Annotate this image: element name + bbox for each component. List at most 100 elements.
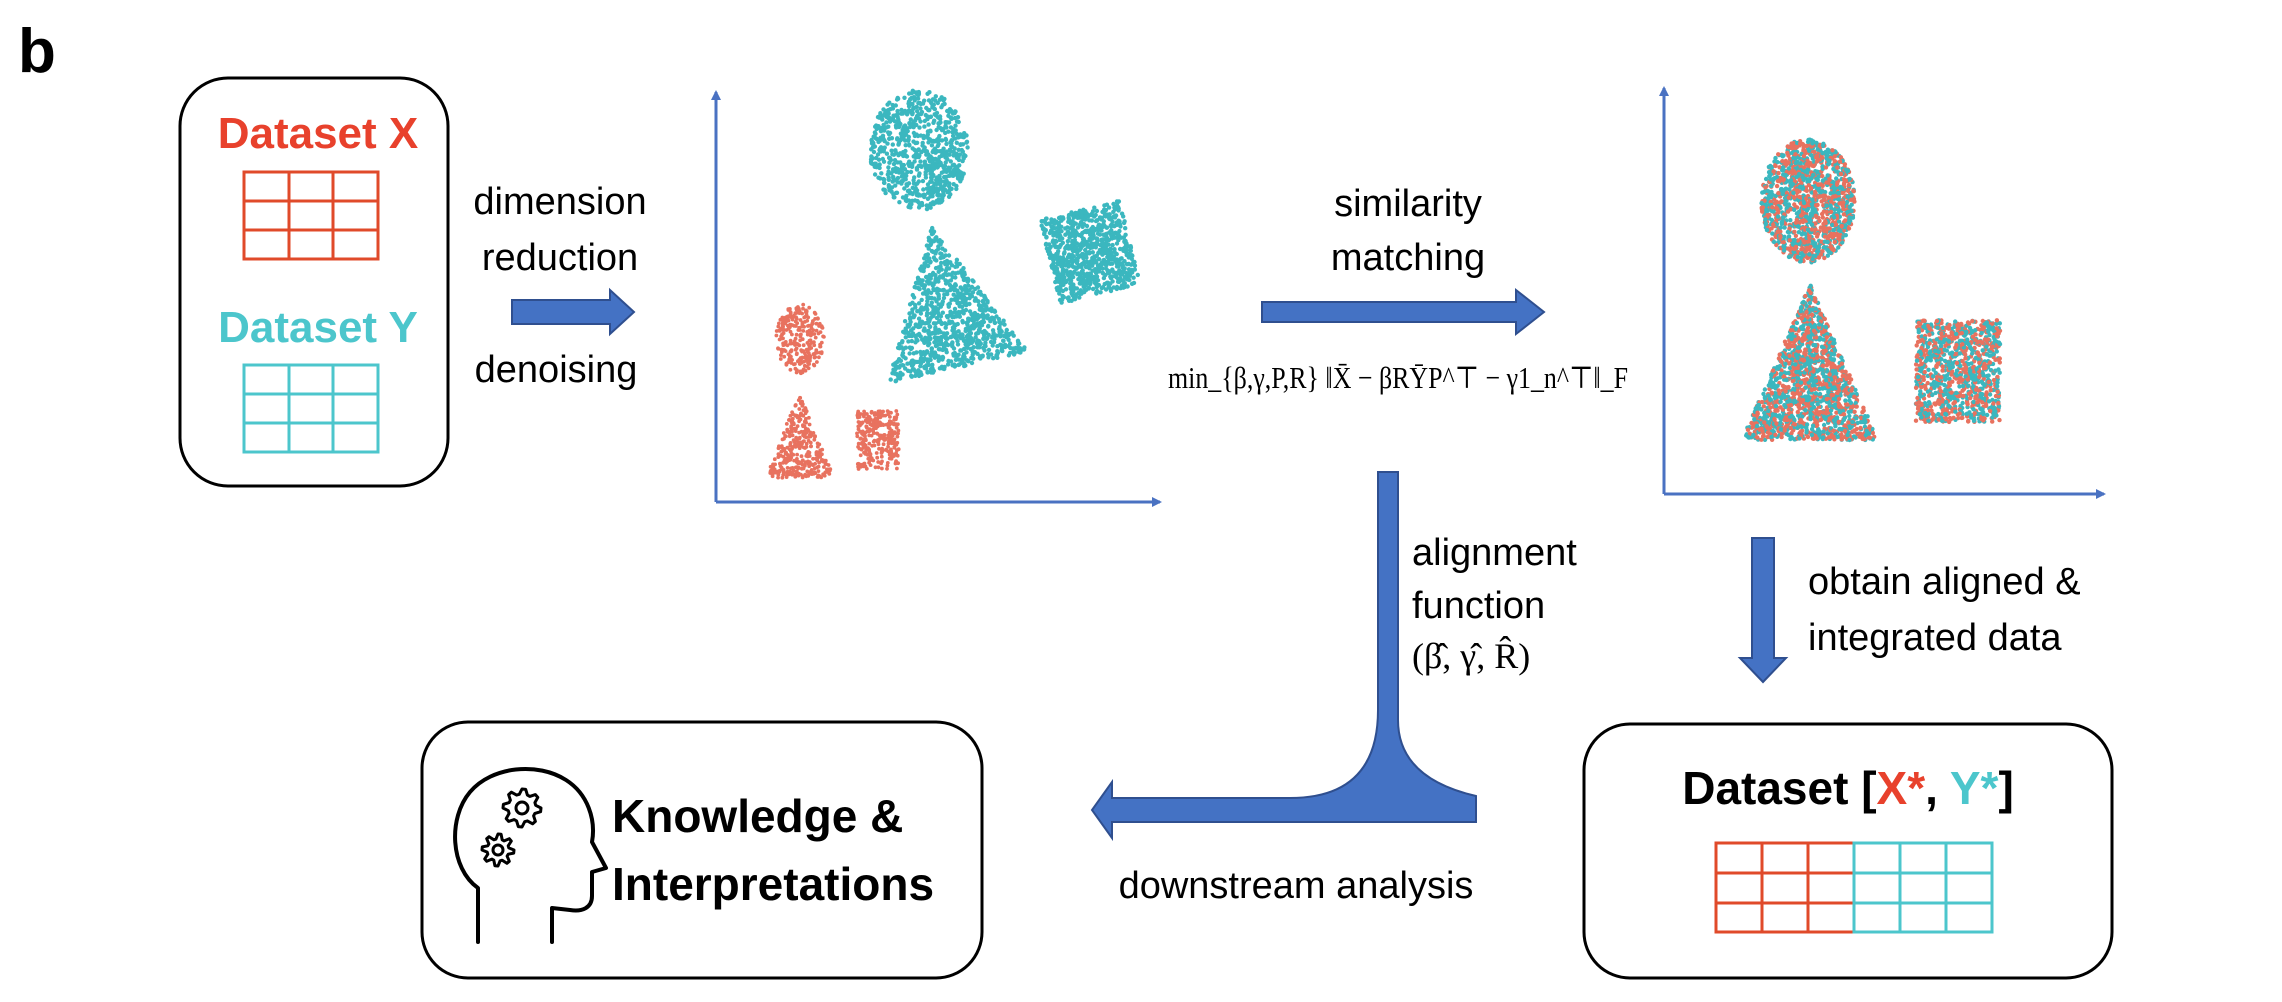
scatter-point (909, 373, 914, 378)
scatter-point (983, 344, 988, 349)
scatter-point (1041, 226, 1046, 231)
scatter-point (934, 299, 939, 304)
scatter-point (1769, 183, 1774, 189)
scatter-point (925, 369, 930, 375)
scatter-point (821, 472, 825, 477)
scatter-point (921, 264, 926, 269)
scatter-point (1785, 209, 1791, 214)
scatter-point (815, 441, 820, 446)
scatter-point (1108, 287, 1113, 292)
scatter-point (799, 454, 804, 459)
scatter-point (948, 359, 954, 364)
scatter-point (921, 147, 926, 153)
scatter-point (801, 423, 805, 427)
scatter-point (949, 116, 954, 122)
scatter-point (1837, 159, 1843, 164)
scatter-point (910, 331, 916, 336)
scatter-point (1764, 202, 1769, 208)
scatter-point (863, 437, 868, 442)
scatter-point (1807, 160, 1813, 166)
scatter-point (858, 453, 863, 458)
scatter-point (1096, 257, 1102, 262)
scatter-point (939, 95, 944, 100)
scatter-point (797, 437, 802, 441)
scatter-point (1802, 240, 1807, 245)
scatter-point (872, 413, 877, 417)
scatter-point (1126, 255, 1132, 260)
panel-label: b (18, 17, 56, 86)
scatter-point (950, 130, 955, 135)
scatter-point (1763, 217, 1768, 222)
scatter-point (1793, 152, 1798, 157)
scatter-point (939, 239, 944, 244)
scatter-point (960, 158, 965, 164)
scatter-point (933, 305, 938, 310)
scatter-point (910, 161, 915, 167)
scatter-point (970, 349, 975, 354)
scatter-point (1792, 207, 1797, 212)
scatter-point (937, 133, 942, 139)
scatter-point (936, 244, 941, 249)
scatter-point (885, 466, 889, 471)
scatter-point (800, 399, 804, 404)
scatter-point (1765, 208, 1770, 214)
scatter-point (1843, 218, 1848, 223)
scatter-point (902, 195, 907, 200)
scatter-point (961, 354, 966, 359)
scatter-point (955, 321, 960, 327)
scatter-point (952, 309, 958, 315)
scatter-point (1106, 251, 1111, 256)
scatter-point (944, 120, 950, 125)
scatter-point (893, 178, 898, 183)
scatter-point (1093, 212, 1098, 218)
scatter-point (930, 97, 936, 102)
scatter-point (1840, 190, 1845, 196)
scatter-point (962, 272, 967, 277)
scatter-point (1057, 291, 1062, 296)
scatter-point (805, 427, 810, 432)
scatter-point (855, 434, 860, 439)
scatter-point (1006, 353, 1012, 358)
scatter-point (1826, 148, 1831, 153)
scatter-point (882, 187, 887, 193)
scatter-point (1100, 270, 1105, 275)
scatter-point (1831, 231, 1837, 237)
scatter-point (1111, 269, 1116, 274)
scatter-point (867, 433, 872, 438)
scatter-point (869, 147, 874, 152)
scatter-point (798, 369, 803, 374)
scatter-point (948, 260, 953, 265)
scatter-point (1773, 155, 1778, 161)
scatter-point (862, 414, 866, 419)
scatter-point (945, 279, 951, 284)
scatter-point (928, 229, 934, 234)
plot2-axes (1659, 86, 2106, 499)
scatter-point (1063, 226, 1068, 231)
scatter-point (965, 145, 970, 150)
scatter-point (1822, 229, 1827, 234)
scatter-point (1833, 222, 1839, 227)
scatter-point (873, 465, 878, 470)
scatter-point (1070, 238, 1075, 244)
scatter-point (968, 326, 974, 331)
step2-objective: min_{β,γ,P,R} ‖X̄ − βRȲP^⊤ − γ1_n^⊤‖_F (1168, 360, 1628, 395)
scatter-point (951, 149, 956, 155)
scatter-point (806, 474, 811, 478)
scatter-point (947, 166, 953, 171)
scatter-point (808, 333, 813, 338)
scatter-point (1847, 204, 1852, 210)
scatter-point (906, 339, 911, 344)
scatter-point (1811, 163, 1816, 169)
scatter-point (794, 332, 799, 337)
scatter-point (949, 311, 954, 316)
scatter-point (1786, 195, 1792, 200)
scatter-point (1077, 222, 1083, 227)
scatter-point (981, 335, 987, 340)
scatter-point (911, 125, 916, 130)
scatter-point (1832, 159, 1838, 164)
scatter-point (884, 448, 889, 452)
scatter-point (952, 364, 957, 369)
scatter-point (932, 112, 937, 117)
scatter-point (856, 424, 861, 429)
scatter-point (1128, 245, 1133, 250)
